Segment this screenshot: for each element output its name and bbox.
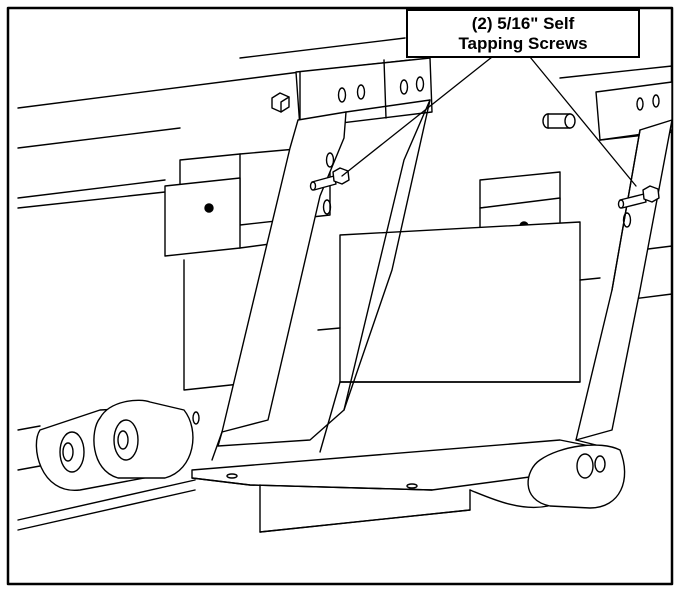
self-tapping-screw-left <box>309 167 350 191</box>
left-mount-block <box>164 145 331 391</box>
callout-line-2: Tapping Screws <box>458 33 588 53</box>
hold-down-strap-left <box>211 99 431 461</box>
callout-leader-lines <box>341 56 637 187</box>
battery-box <box>317 221 601 453</box>
figure-border <box>6 6 674 586</box>
tray-base-plate <box>191 439 621 533</box>
pivot-plate-right <box>469 444 626 509</box>
top-bracket <box>295 57 433 129</box>
screw-callout-label: (2) 5/16" Self Tapping Screws <box>406 9 640 58</box>
hex-bolt-right <box>542 113 576 129</box>
pivot-plate-left-inner <box>93 399 200 479</box>
hold-down-strap-right <box>575 119 673 447</box>
frame-rail-lower <box>17 425 196 531</box>
self-tapping-screw-right <box>617 185 660 209</box>
hex-bolt-left <box>271 92 290 113</box>
callout-line-1: (2) 5/16" Self <box>471 13 575 33</box>
